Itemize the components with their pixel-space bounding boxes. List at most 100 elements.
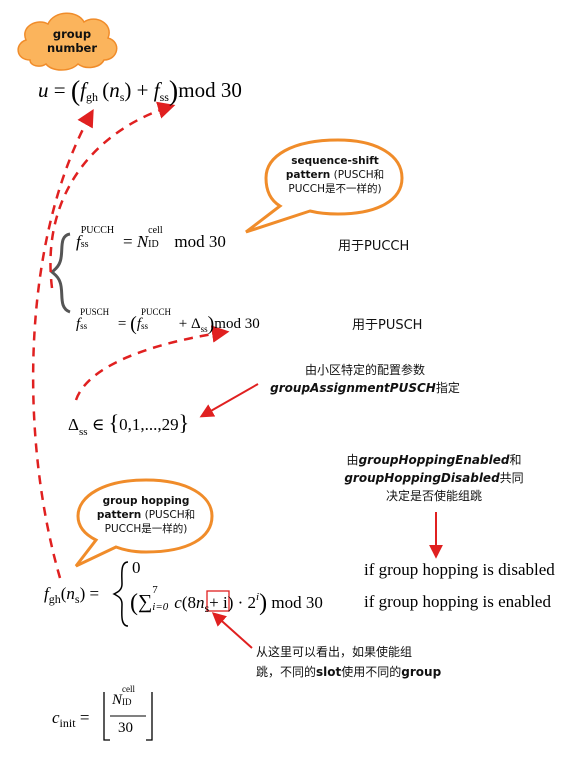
slot-note: 从这里可以看出，如果使能组 跳，不同的slot使用不同的group (256, 642, 441, 682)
slot-mid: 使用不同的 (341, 665, 402, 679)
element-of: ∈ (87, 415, 109, 434)
hop-param-1: groupHoppingEnabled (358, 453, 510, 467)
arg-8: (8 (181, 593, 196, 612)
c-var: c (52, 708, 60, 727)
note-for-pusch: 用于PUSCH (352, 318, 423, 333)
cell-sup: cell (122, 684, 136, 694)
slot-line-1: 从这里可以看出，如果使能组 (256, 645, 413, 659)
equation-delta-set: Δss ∈ {0,1,...,29} (68, 410, 190, 438)
c-var: c (174, 593, 182, 612)
sum-bottom: i=0 (152, 601, 169, 613)
init-sub: init (59, 716, 76, 730)
equals: = (48, 78, 71, 102)
ss-sub: ss (78, 426, 88, 438)
fgh-var: f (80, 78, 87, 102)
pucch-sup: PUCCH (140, 307, 171, 317)
ns-boxed: n (195, 593, 205, 612)
f-var: f (76, 232, 81, 251)
pucch-sup: PUCCH (80, 225, 115, 236)
cloud-line-2: number (46, 41, 98, 55)
ss-sub: ss (80, 239, 89, 250)
note-for-pucch: 用于PUCCH (338, 239, 410, 254)
floor-brackets (103, 692, 153, 741)
equals: = (118, 232, 137, 251)
sum-top: 7 (152, 584, 158, 596)
hop-bubble-line-2-rest: (PUSCH和 (141, 509, 196, 521)
hop-pre: 由 (346, 453, 359, 467)
sum-sign: ∑ (138, 591, 153, 613)
seq-line-3: PUCCH是不一样的) (288, 183, 382, 195)
plus: + (174, 316, 191, 332)
hop-bubble-line-3: PUCCH是一样的) (104, 523, 188, 535)
hop-line-3: 决定是否使能组跳 (385, 489, 482, 503)
group-number-cloud (17, 12, 118, 71)
group-word: group (401, 665, 442, 679)
arrow-delta-to-pusch (74, 325, 230, 401)
equation-fgh-lhs: fgh(ns) = (44, 584, 100, 606)
hop-post-2: 共同 (499, 471, 524, 485)
fss-var: f (153, 78, 160, 102)
cinit-denominator: 30 (118, 720, 133, 736)
sequence-shift-bubble (245, 138, 404, 234)
hop-bubble-line-2: pattern (96, 509, 142, 521)
delta: Δ (190, 316, 201, 332)
hop-param-2: groupHoppingDisabled (344, 471, 500, 485)
plus-i-times-2: + i) · 2 (209, 593, 257, 612)
exp-i: i (256, 591, 260, 603)
condition-disabled: if group hopping is disabled (364, 560, 555, 579)
seq-line-2: pattern (285, 169, 331, 181)
delta-ss-sub: ss (200, 324, 208, 334)
pusch-sup: PUSCH (80, 307, 110, 317)
curly-brace (49, 232, 71, 314)
sequence-shift-bubble-text: sequence-shift pattern (PUSCH和 PUCCH是不一样… (272, 154, 398, 196)
f-var-2: f (136, 316, 141, 332)
case-disabled-value: 0 (132, 558, 141, 577)
hop-post: 和 (509, 453, 522, 467)
group-number-label: group number (36, 27, 108, 55)
arrow-groupassign-to-set (199, 383, 259, 418)
group-assignment-note: 由小区特定的配置参数 groupAssignmentPUSCH指定 (260, 361, 470, 397)
id-sub: ID (148, 239, 159, 250)
u-var: u (38, 78, 49, 102)
hopping-note: 由groupHoppingEnabled和 groupHoppingDisabl… (330, 451, 538, 505)
equals: = (85, 584, 100, 603)
cloud-line-1: group (52, 27, 92, 41)
equals: = (114, 316, 131, 332)
equation-u: u = (fgh (ns) + fss)mod 30 (38, 76, 242, 107)
mod-30: mod 30 (214, 316, 260, 332)
ga-line-1: 由小区特定的配置参数 (304, 363, 425, 377)
group-hopping-bubble (74, 478, 214, 568)
n-var: N (112, 692, 123, 708)
gh-sub: gh (48, 592, 61, 606)
ns-highlight-box (206, 590, 230, 612)
ns-var: n (109, 78, 120, 102)
ga-param: groupAssignmentPUSCH (270, 381, 436, 395)
id-sub: ID (122, 697, 132, 707)
arrow-slot-to-ns (211, 612, 253, 649)
mod-30: mod 30 (178, 78, 242, 102)
ns-sub: s (204, 601, 210, 615)
n-var: N (136, 232, 149, 251)
f-var: f (76, 316, 81, 332)
equals: = (75, 708, 90, 727)
s-sub: s (119, 90, 125, 104)
ga-rest: 指定 (435, 381, 460, 395)
plus: + (136, 78, 149, 102)
equation-cinit-lhs: cinit = (52, 708, 89, 731)
gh-sub: gh (86, 90, 99, 104)
ss-sub: ss (159, 90, 169, 104)
hop-bubble-line-1: group hopping (102, 495, 190, 507)
ss-sub: ss (80, 321, 88, 331)
group-hopping-bubble-text: group hopping pattern (PUSCH和 PUCCH是一样的) (84, 494, 208, 536)
ss-sub-2: ss (140, 321, 148, 331)
mod-30: mod 30 (170, 232, 226, 251)
condition-enabled: if group hopping is enabled (364, 592, 551, 611)
mod-30: mod 30 (271, 593, 323, 612)
arrow-fss-to-u (49, 101, 176, 289)
s-sub: s (74, 592, 80, 606)
